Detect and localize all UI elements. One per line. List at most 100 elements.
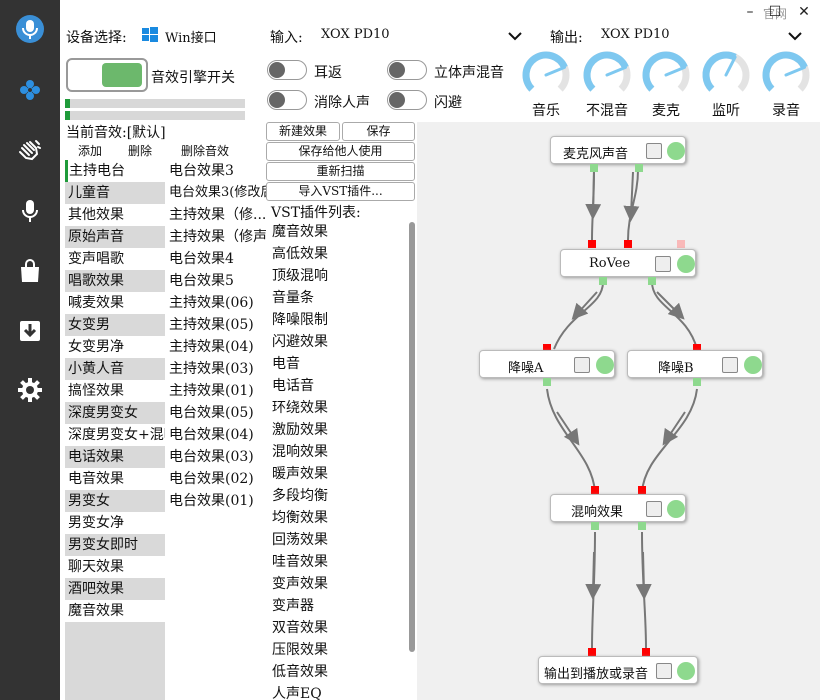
chevron-down-icon[interactable] [508,31,522,41]
vst-plugin-item[interactable]: 降噪限制 [272,312,328,328]
vst-plugin-item[interactable]: 电音 [272,356,300,372]
node-status-indicator[interactable] [667,142,685,160]
input-port[interactable] [588,648,596,656]
stereo-mix-toggle[interactable] [387,60,427,80]
node-rovee[interactable]: RoVee [560,249,696,277]
vst-plugin-item[interactable]: 均衡效果 [272,510,328,526]
preset-list-item[interactable]: 电台效果3(修改后) [166,182,266,204]
node-status-indicator[interactable] [667,500,685,518]
input-device-select[interactable]: XOX PD10 [321,27,390,42]
vst-plugin-item[interactable]: 顶级混响 [272,268,328,284]
node-settings-icon[interactable] [655,256,671,272]
node-settings-icon[interactable] [646,501,662,517]
preset-list-item[interactable]: 电台效果(03) [166,446,266,468]
node-settings-icon[interactable] [656,663,672,679]
effect-list-item[interactable]: 深度男变女 [68,405,138,421]
node-status-indicator[interactable] [596,356,614,374]
output-port[interactable] [635,164,643,172]
effect-list-item[interactable]: 其他效果 [65,204,165,226]
vst-plugin-item[interactable]: 激励效果 [272,422,328,438]
preset-list-item[interactable]: 电台效果3 [166,160,266,182]
maximize-button[interactable]: ☐ [768,4,782,20]
gear-icon[interactable] [14,374,46,406]
volume-gauge[interactable] [761,50,811,100]
preset-list-item[interactable]: 电台效果4 [166,248,266,270]
preset-list-item[interactable]: 主持效果（修声） [166,226,266,248]
output-port[interactable] [590,164,598,172]
vst-plugin-item[interactable]: 高低效果 [272,246,328,262]
preset-list-item[interactable]: 电台效果5 [166,270,266,292]
vst-plugin-item[interactable]: 变声器 [272,598,314,614]
output-port[interactable] [648,277,656,285]
flower-effects-icon[interactable] [14,74,46,106]
volume-gauge[interactable] [521,50,571,100]
official-site-link[interactable]: 官网 [763,7,788,21]
close-button[interactable]: ✕ [798,4,810,20]
save-share-button[interactable]: 保存给他人使用 [266,142,415,161]
input-port[interactable] [624,240,632,248]
delete-button[interactable]: 删除 [128,144,153,158]
node-status-indicator[interactable] [677,255,695,273]
node-mic-input[interactable]: 麦克风声音 [550,136,686,164]
vst-plugin-item[interactable]: 双音效果 [272,620,328,636]
node-settings-icon[interactable] [722,357,738,373]
vst-plugin-item[interactable]: 魔音效果 [272,224,328,240]
preset-list-item[interactable]: 主持效果（修... [166,204,266,226]
new-effect-button[interactable]: 新建效果 [266,122,340,141]
output-port[interactable] [693,378,701,386]
input-port[interactable] [693,344,701,352]
add-button[interactable]: 添加 [78,144,103,158]
import-vst-button[interactable]: 导入VST插件... [266,182,415,201]
vst-plugin-item[interactable]: 哇音效果 [272,554,328,570]
volume-gauge[interactable] [701,50,751,100]
vocal-remove-toggle[interactable] [267,90,307,110]
device-select-value[interactable]: Win接口 [165,31,217,46]
vst-plugin-item[interactable]: 回荡效果 [272,532,328,548]
effect-list-item[interactable]: 聊天效果 [65,556,165,578]
preset-list-item[interactable]: 主持效果(05) [166,314,266,336]
node-noise-a[interactable]: 降噪A [479,350,615,378]
vst-plugin-item[interactable]: 环绕效果 [272,400,328,416]
vst-plugin-item[interactable]: 多段均衡 [272,488,328,504]
node-settings-icon[interactable] [574,357,590,373]
output-port[interactable] [543,378,551,386]
vst-plugin-item[interactable]: 电话音 [272,378,314,394]
vst-plugin-item[interactable]: 音量条 [272,290,314,306]
effect-graph-canvas[interactable]: 麦克风声音 RoVee 降噪A 降噪B [417,122,820,700]
input-port[interactable] [638,486,646,494]
preset-list-item[interactable]: 主持效果(04) [166,336,266,358]
volume-gauge[interactable] [641,50,691,100]
input-port[interactable] [543,344,551,352]
input-port[interactable] [642,648,650,656]
minimize-button[interactable]: – [746,4,754,20]
output-port[interactable] [599,277,607,285]
volume-gauge[interactable] [582,50,632,100]
output-port[interactable] [638,522,646,530]
effect-list-item[interactable]: 女变男 [68,317,110,333]
preset-list-item[interactable]: 电台效果(04) [166,424,266,446]
effect-list-item[interactable]: 儿童音 [68,185,110,201]
effect-list-item[interactable]: 魔音效果 [65,600,165,622]
download-icon[interactable] [14,315,46,347]
vst-plugin-item[interactable]: 低音效果 [272,664,328,680]
node-noise-b[interactable]: 降噪B [627,350,763,378]
effect-list-item[interactable]: 喊麦效果 [65,292,165,314]
preset-list-item[interactable]: 主持效果(06) [166,292,266,314]
clap-hands-icon[interactable] [14,135,46,167]
microphone-logo-icon[interactable] [14,13,46,45]
vst-plugin-item[interactable]: 暖声效果 [272,466,328,482]
effect-list-item[interactable]: 唱歌效果 [68,273,124,289]
shopping-bag-icon[interactable] [14,255,46,287]
vst-plugin-item[interactable]: 人声EQ [272,686,322,700]
effect-list-item[interactable]: 电话效果 [68,449,124,465]
effect-list-item[interactable]: 男变女即时 [68,537,138,553]
vst-plugin-item[interactable]: 闪避效果 [272,334,328,350]
node-output[interactable]: 输出到播放或录音 [538,656,698,684]
effect-list-item[interactable]: 小黄人音 [68,361,124,377]
rescan-button[interactable]: 重新扫描 [266,162,415,181]
output-port[interactable] [591,522,599,530]
effect-list-item[interactable]: 搞怪效果 [65,380,165,402]
effect-list-item[interactable]: 男变女净 [65,512,165,534]
effect-list-item[interactable]: 深度男变女+混响 [65,424,165,446]
input-port[interactable] [588,240,596,248]
